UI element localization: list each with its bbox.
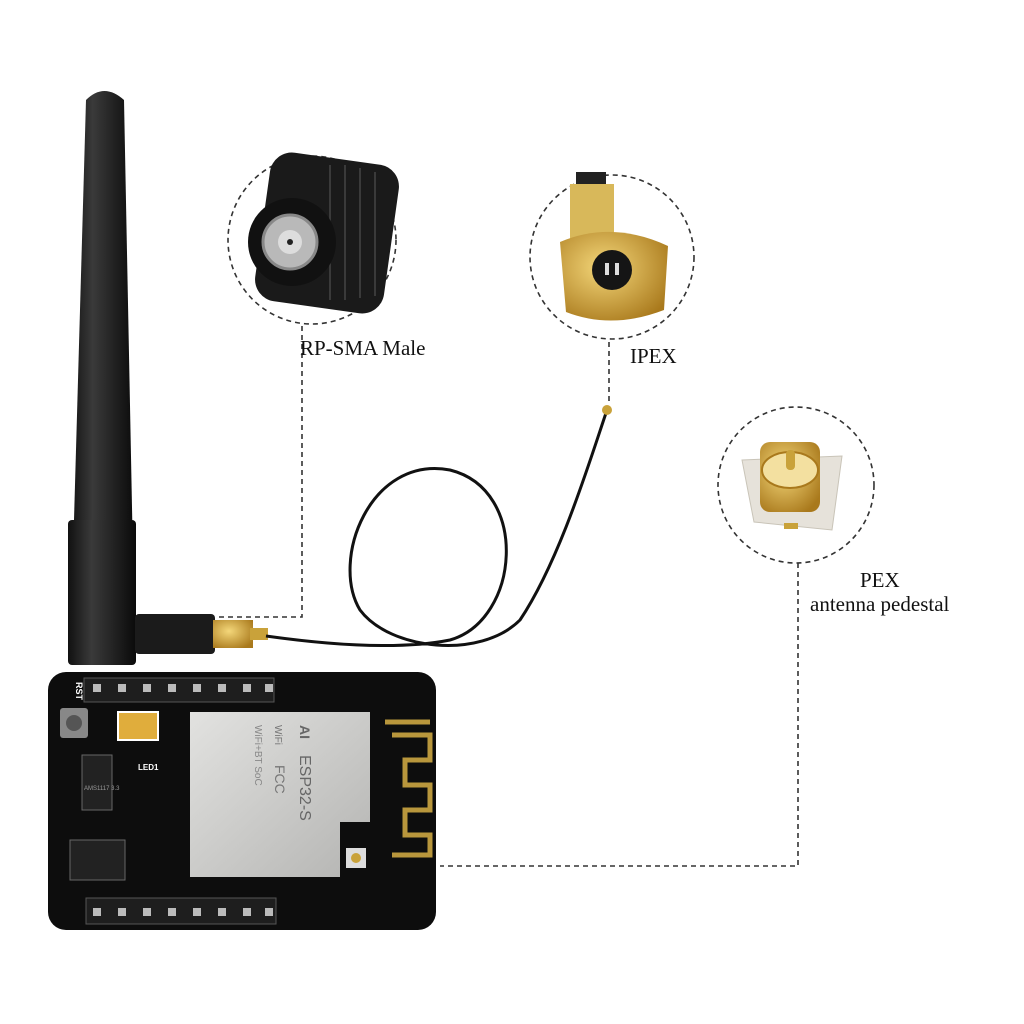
callout-ipex	[529, 172, 695, 340]
leader-rp-sma	[216, 326, 303, 618]
esp32-cam-board: RST LED1 AMS1117 3.3 AI ESP32-S WiFi FCC…	[48, 672, 436, 930]
ipex-cable	[265, 409, 609, 647]
callout-rp-sma	[227, 152, 399, 325]
leader-pex	[440, 563, 799, 867]
module-text: WiFi+BT SoC	[252, 725, 263, 786]
antenna	[68, 91, 268, 665]
label-antenna-pedestal: antenna pedestal	[810, 592, 950, 616]
leader-lines	[216, 326, 799, 867]
led-label: LED1	[138, 763, 159, 772]
callout-pex	[717, 406, 875, 564]
module-brand: AI	[297, 725, 313, 739]
wifi-mark: WiFi	[272, 725, 283, 745]
rst-label: RST	[74, 682, 84, 701]
label-ipex: IPEX	[630, 344, 677, 368]
sma-connector	[135, 614, 215, 654]
module-model: ESP32-S	[296, 755, 313, 821]
regulator-label: AMS1117 3.3	[84, 786, 120, 792]
label-rp-sma-male: RP-SMA Male	[300, 336, 426, 360]
fcc-mark: FCC	[272, 765, 288, 794]
label-pex: PEX	[860, 568, 900, 592]
